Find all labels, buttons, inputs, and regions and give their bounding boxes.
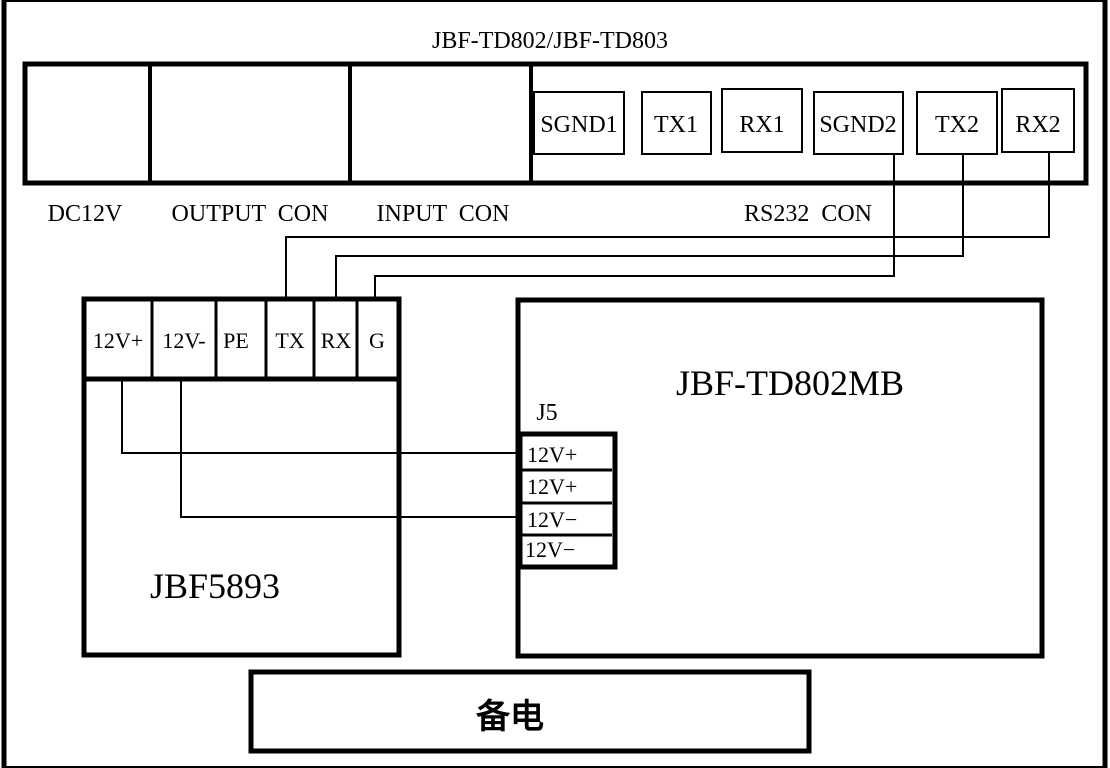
pin-label: RX1 (739, 112, 784, 138)
pin-tx1 (641, 91, 712, 155)
pin-label: TX1 (654, 112, 698, 138)
power-wires (121, 381, 522, 518)
j5-connector: 12V+ 12V+ 12V− 12V− (517, 431, 618, 570)
label-output-con: OUTPUT CON (172, 201, 329, 227)
pin-label: SGND2 (819, 112, 896, 138)
pin-label: TX2 (935, 112, 979, 138)
pin-sgnd2 (813, 91, 904, 155)
pin-tx2 (916, 91, 998, 155)
wire-12v-minus (180, 381, 522, 518)
wire-12v-plus (121, 381, 522, 454)
pin-label: 12V− (527, 507, 577, 532)
pin-label: SGND1 (540, 112, 617, 138)
label-dc12v: DC12V (48, 201, 123, 227)
pin-label: 12V- (162, 328, 205, 353)
pin-sgnd1 (533, 91, 625, 155)
wire-tx2-rx (335, 154, 964, 298)
wire-rx2-tx (285, 152, 1050, 298)
pin-label: G (369, 328, 385, 353)
pin-rx1 (721, 88, 803, 153)
pin-label: PE (223, 328, 249, 353)
rs232-pins: SGND1 TX1 RX1 SGND2 TX2 RX2 (533, 88, 1075, 155)
pin-label: 12V− (525, 537, 575, 562)
pin-rx2 (1001, 88, 1075, 153)
label-input-con: INPUT CON (377, 201, 510, 227)
module-name: JBF5893 (150, 566, 280, 606)
pin-label: 12V+ (527, 474, 577, 499)
top-connector-bar (22, 61, 1089, 186)
jbf5893-module: 12V+ 12V- PE TX RX G JBF5893 (81, 296, 402, 658)
mainboard-name: JBF-TD802MB (676, 363, 904, 403)
pin-label: RX (321, 328, 352, 353)
rs232-wires (285, 152, 1050, 298)
mainboard: JBF-TD802MB J5 12V+ 12V+ 12V− 12V− (515, 297, 1045, 659)
label-rs232-con: RS232 CON (744, 201, 872, 227)
wire-sgnd2-g (374, 154, 895, 298)
backup-power-label: 备电 (476, 697, 544, 737)
pin-label: TX (275, 328, 304, 353)
pin-label: 12V+ (93, 328, 143, 353)
j5-label: J5 (536, 400, 557, 426)
device-title: JBF-TD802/JBF-TD803 (432, 28, 668, 54)
pin-label: 12V+ (527, 442, 577, 467)
backup-power-box: 备电 (248, 669, 812, 754)
pin-label: RX2 (1015, 112, 1060, 138)
